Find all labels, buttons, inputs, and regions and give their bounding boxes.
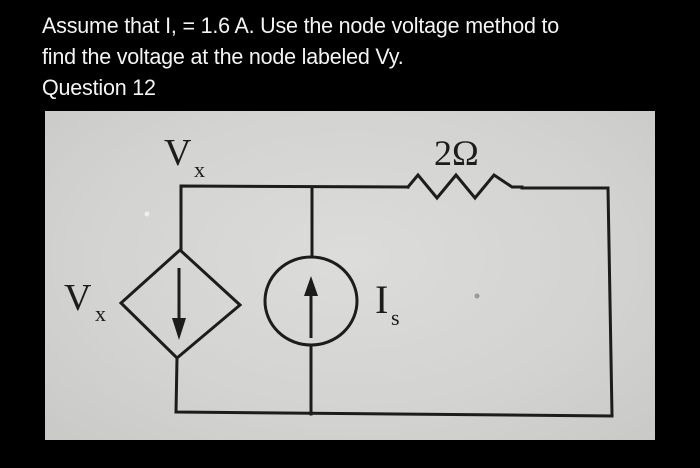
resistor-2ohm — [405, 172, 524, 201]
independent-current-source — [263, 255, 359, 347]
svg-text:V: V — [64, 277, 92, 319]
question-text: Assume that I, = 1.6 A. Use the node vol… — [42, 10, 559, 103]
question-number: Question 12 — [42, 75, 156, 100]
node-label-vx: V x — [164, 132, 205, 182]
svg-text:I: I — [375, 277, 388, 322]
svg-text:x: x — [194, 157, 205, 182]
question-line-1: Assume that I, = 1.6 A. Use the node vol… — [42, 13, 560, 38]
bottom-wire — [174, 356, 614, 418]
photo-speck — [474, 293, 480, 299]
top-wire-left — [179, 184, 410, 252]
svg-text:V: V — [164, 132, 192, 174]
dependent-current-source — [118, 247, 243, 361]
source-label-is: I s — [375, 277, 400, 330]
question-line-2: find the voltage at the node labeled Vy. — [42, 44, 404, 69]
svg-text:s: s — [391, 305, 400, 330]
dependent-source-label: V x — [64, 277, 106, 326]
up-arrow-icon — [304, 276, 318, 338]
photo-speck — [144, 211, 150, 217]
right-wire — [520, 186, 614, 417]
svg-text:x: x — [95, 301, 106, 326]
resistor-label: 2Ω — [434, 133, 479, 173]
down-arrow-icon — [172, 268, 186, 340]
